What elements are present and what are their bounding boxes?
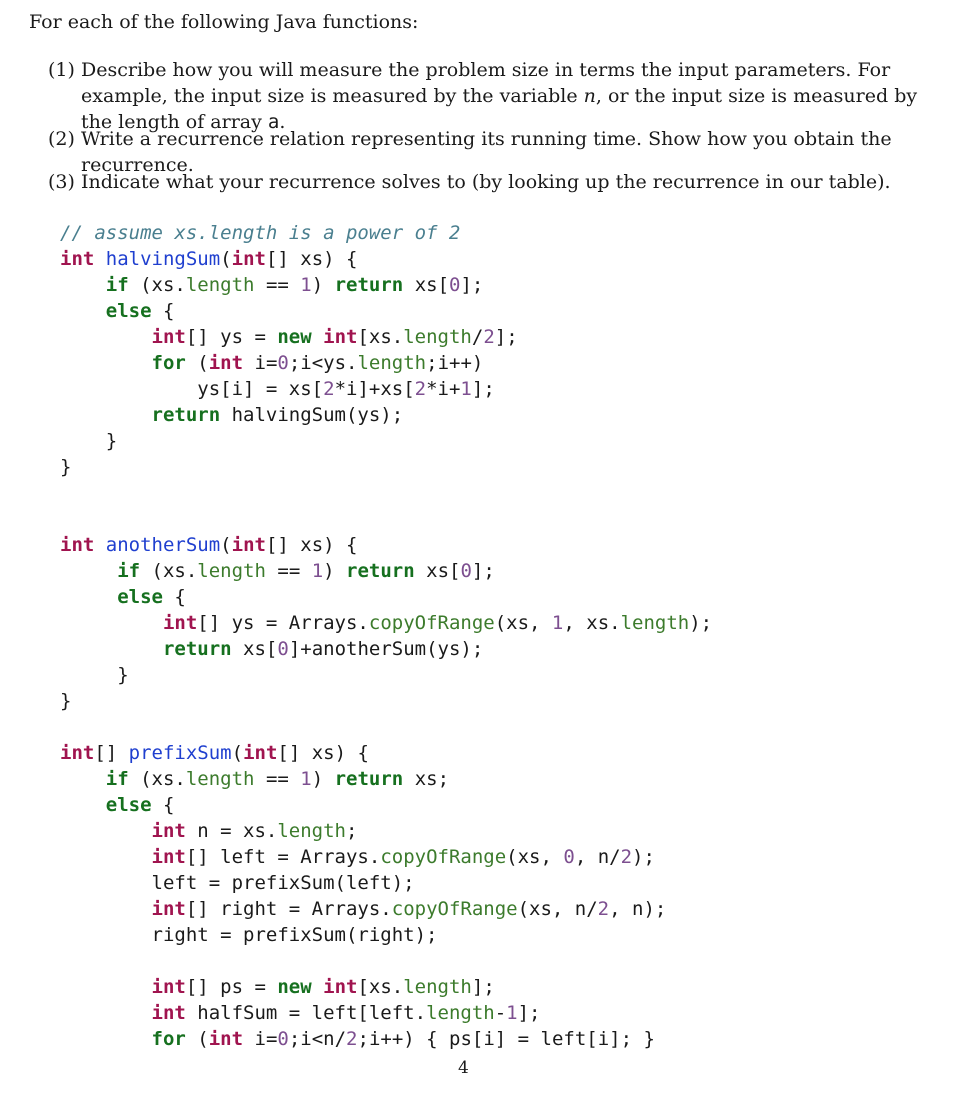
question-text: Describe how you will measure the proble…	[81, 59, 918, 133]
code-line: int halvingSum(int[] xs) {	[60, 248, 358, 270]
question-number: (3)	[48, 171, 75, 193]
code-line: else {	[117, 586, 186, 608]
code-listing: // assume xs.length is a power of 2 int h…	[60, 220, 712, 1052]
code-line	[60, 948, 712, 974]
code-line: int[] left = Arrays.copyOfRange(xs, 0, n…	[151, 846, 655, 868]
code-line: }	[60, 456, 72, 478]
code-line: int[] prefixSum(int[] xs) {	[60, 742, 369, 764]
question-3: (3) Indicate what your recurrence solves…	[48, 169, 928, 195]
code-line	[60, 480, 712, 506]
question-text: Indicate what your recurrence solves to …	[81, 171, 891, 193]
code-line: if (xs.length == 1) return xs[0];	[105, 274, 484, 296]
code-line: return xs[0]+anotherSum(ys);	[162, 638, 484, 660]
function-name-prefixSum: prefixSum	[128, 742, 232, 764]
code-line: if (xs.length == 1) return xs;	[105, 768, 450, 790]
code-line: int halfSum = left[left.length-1];	[151, 1002, 541, 1024]
code-line: for (int i=0;i<ys.length;i++)	[151, 352, 484, 374]
code-line: int anotherSum(int[] xs) {	[60, 534, 358, 556]
question-2: (2) Write a recurrence relation represen…	[48, 126, 928, 178]
question-1: (1) Describe how you will measure the pr…	[48, 57, 928, 135]
code-line: int[] ys = Arrays.copyOfRange(xs, 1, xs.…	[162, 612, 713, 634]
code-line: return halvingSum(ys);	[151, 404, 404, 426]
function-name-anotherSum: anotherSum	[105, 534, 221, 556]
code-line: }	[60, 664, 129, 686]
code-line	[60, 506, 712, 532]
code-line: int[] ys = new int[xs.length/2];	[151, 326, 518, 348]
code-line: else {	[105, 794, 175, 816]
function-name-halvingSum: halvingSum	[105, 248, 221, 270]
code-line: ys[i] = xs[2*i]+xs[2*i+1];	[60, 378, 495, 400]
code-line: }	[60, 690, 72, 712]
code-line: for (int i=0;i<n/2;i++) { ps[i] = left[i…	[151, 1028, 655, 1050]
code-line: else {	[105, 300, 175, 322]
code-line: }	[60, 430, 118, 452]
intro-text: For each of the following Java functions…	[29, 11, 419, 33]
code-line: int[] ps = new int[xs.length];	[151, 976, 495, 998]
code-line: int n = xs.length;	[151, 820, 358, 842]
question-number: (2)	[48, 128, 75, 150]
code-line: if (xs.length == 1) return xs[0];	[117, 560, 495, 582]
code-comment: // assume xs.length is a power of 2	[60, 222, 461, 244]
question-number: (1)	[48, 59, 75, 81]
code-line: int[] right = Arrays.copyOfRange(xs, n/2…	[151, 898, 667, 920]
page-number: 4	[458, 1058, 469, 1078]
question-text: Write a recurrence relation representing…	[81, 128, 892, 176]
code-line: right = prefixSum(right);	[60, 924, 438, 946]
code-line	[60, 714, 712, 740]
code-line: left = prefixSum(left);	[60, 872, 415, 894]
